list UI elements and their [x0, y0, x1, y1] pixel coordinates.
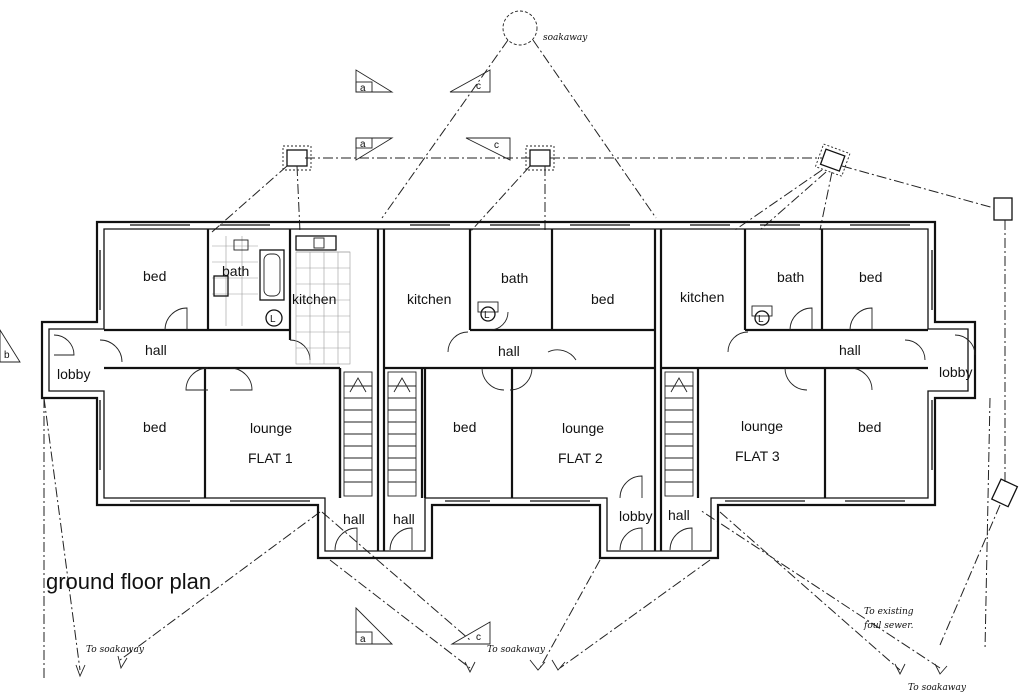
section-mark-c: c — [476, 632, 481, 643]
room-label-hall: hall — [393, 511, 415, 527]
room-label-hall: hall — [668, 507, 690, 523]
room-label-hall: hall — [498, 343, 520, 359]
room-label-bed: bed — [143, 419, 166, 435]
to-soakaway-label: To soakaway — [86, 645, 145, 655]
inspection-chamber — [286, 149, 308, 167]
section-mark-a: a — [360, 634, 366, 645]
section-mark-a: a — [360, 83, 366, 94]
room-label-hall: hall — [839, 342, 861, 358]
section-mark-a: a — [360, 139, 366, 150]
room-label-lobby: lobby — [619, 508, 652, 524]
wc-pan — [265, 309, 283, 327]
to-existing-label: To existing — [864, 607, 914, 617]
inspection-chamber — [990, 478, 1019, 508]
building-walls — [40, 220, 977, 560]
room-label-lobby: lobby — [57, 366, 90, 382]
room-label-lounge: lounge — [741, 418, 783, 434]
room-label-hall: hall — [343, 511, 365, 527]
section-mark-b: b — [4, 350, 10, 361]
room-label-bath: bath — [501, 270, 528, 286]
room-label-hall: hall — [145, 342, 167, 358]
inspection-chamber — [993, 197, 1013, 221]
wc-pan — [480, 306, 496, 322]
wc-symbol: L — [758, 314, 764, 325]
door-swings — [53, 307, 976, 551]
wc-symbol: L — [484, 310, 490, 321]
bathroom-fittings: L L L — [212, 236, 773, 327]
foul-sewer-label: foul sewer. — [863, 621, 914, 631]
bathtub — [259, 249, 285, 301]
room-label-bed: bed — [591, 291, 614, 307]
section-mark-c: c — [476, 81, 481, 92]
inspection-chamber — [529, 149, 551, 167]
section-mark-c: c — [494, 140, 499, 151]
flat-label: FLAT 1 — [248, 450, 293, 466]
flat-label: FLAT 3 — [735, 448, 780, 464]
wc-pan — [754, 310, 770, 326]
room-label-kitchen: kitchen — [292, 291, 336, 307]
room-label-bed: bed — [859, 269, 882, 285]
room-label-bath: bath — [777, 269, 804, 285]
flat-label: FLAT 2 — [558, 450, 603, 466]
room-label-bed: bed — [858, 419, 881, 435]
room-label-bed: bed — [143, 268, 166, 284]
room-label-lounge: lounge — [250, 420, 292, 436]
windows — [99, 224, 933, 502]
room-label-kitchen: kitchen — [407, 291, 451, 307]
room-label-lounge: lounge — [562, 420, 604, 436]
wc-symbol: L — [270, 314, 276, 325]
to-soakaway-label: To soakaway — [487, 645, 546, 655]
room-label-bath: bath — [222, 263, 249, 279]
stairs — [343, 371, 694, 497]
soakaway-circle — [502, 10, 538, 46]
section-markers: a c a c a c b — [0, 69, 511, 645]
room-label-kitchen: kitchen — [680, 289, 724, 305]
room-labels: bed bath kitchen hall lobby bed lounge F… — [57, 263, 972, 527]
room-label-bed: bed — [453, 419, 476, 435]
soakaway-label: soakaway — [543, 33, 588, 43]
room-label-lobby: lobby — [939, 364, 972, 380]
kitchen-tiled-floor — [295, 235, 351, 365]
inspection-chamber — [819, 148, 846, 172]
to-soakaway-label: To soakaway — [908, 683, 967, 693]
drawing-title: ground floor plan — [46, 569, 211, 594]
annotations: soakaway To soakaway To soakaway To exis… — [86, 33, 967, 693]
